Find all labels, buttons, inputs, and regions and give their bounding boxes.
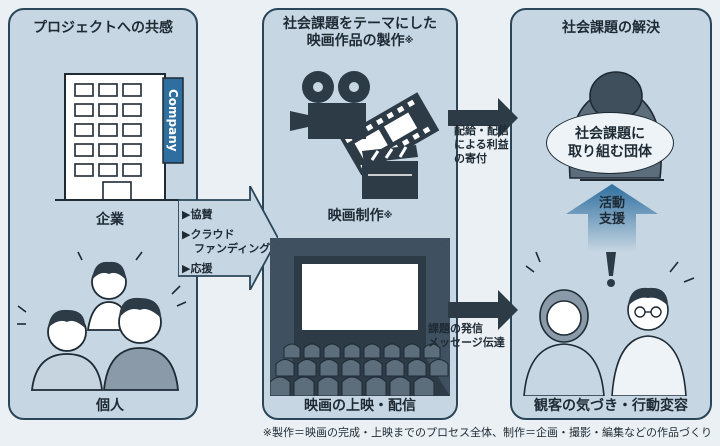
office-building-icon [55,73,184,201]
people-label: 個人 [96,398,124,414]
message-flow-arrow [448,290,518,330]
film-production-label: 映画制作※ [290,208,430,225]
support-item-list: ▶協賛 ▶クラウド ファンディング ▶応援 [182,208,272,276]
company-sign: Company [166,89,180,152]
screening-label: 映画の上映・配信 [304,398,416,414]
social-org-oval: 社会課題に 取り組む団体 [546,112,674,174]
movie-theater-icon [270,238,450,396]
support-item-1: ▶協賛 [182,208,213,221]
middle-title-mark: ※ [404,36,414,46]
company-label: 企業 [96,212,124,228]
right-panel-title: 社会課題の解決 [562,20,660,36]
donation-flow-arrow [448,98,518,138]
people-group-icon [17,251,187,391]
donation-flow-label: 配給・配信 による利益 の寄付 [454,124,514,166]
org-line1: 社会課題に [575,126,645,142]
support-item-2: ▶クラウド [182,228,235,241]
activity-support-arrow [566,184,658,252]
up-line2: 支援 [598,212,625,227]
footnote: ※製作＝映画の完成・上映までのプロセス全体、制作＝企画・撮影・編集などの作品づく… [262,426,712,439]
org-line2: 取り組む団体 [568,144,652,160]
middle-title-line2: 映画作品の製作 [306,33,405,49]
donation-line1: 配給・配信 [454,124,509,137]
film-production-mark: ※ [383,211,393,221]
message-line2: メッセージ伝達 [428,336,505,349]
film-production-text: 映画制作 [327,208,384,224]
audience-change-label: 観客の気づき・行動変容 [534,398,688,414]
activity-support-label: 活動 支援 [586,196,638,228]
audience-people-icon [523,251,695,396]
message-flow-label: 課題の発信 メッセージ伝達 [428,322,518,350]
support-item-3: ▶応援 [182,262,213,275]
support-flow-arrow [178,186,278,290]
donation-line2: による利益 [454,138,509,151]
middle-title-line1: 社会課題をテーマにした [283,16,437,32]
middle-panel-title: 社会課題をテーマにした 映画作品の製作※ [262,16,458,50]
support-item-2-cont: ファンディング [194,242,271,255]
film-camera-icon [290,71,440,199]
donation-line3: の寄付 [454,152,487,165]
up-line1: 活動 [598,196,625,211]
left-panel-title: プロジェクトへの共感 [33,20,173,36]
message-line1: 課題の発信 [428,322,483,335]
